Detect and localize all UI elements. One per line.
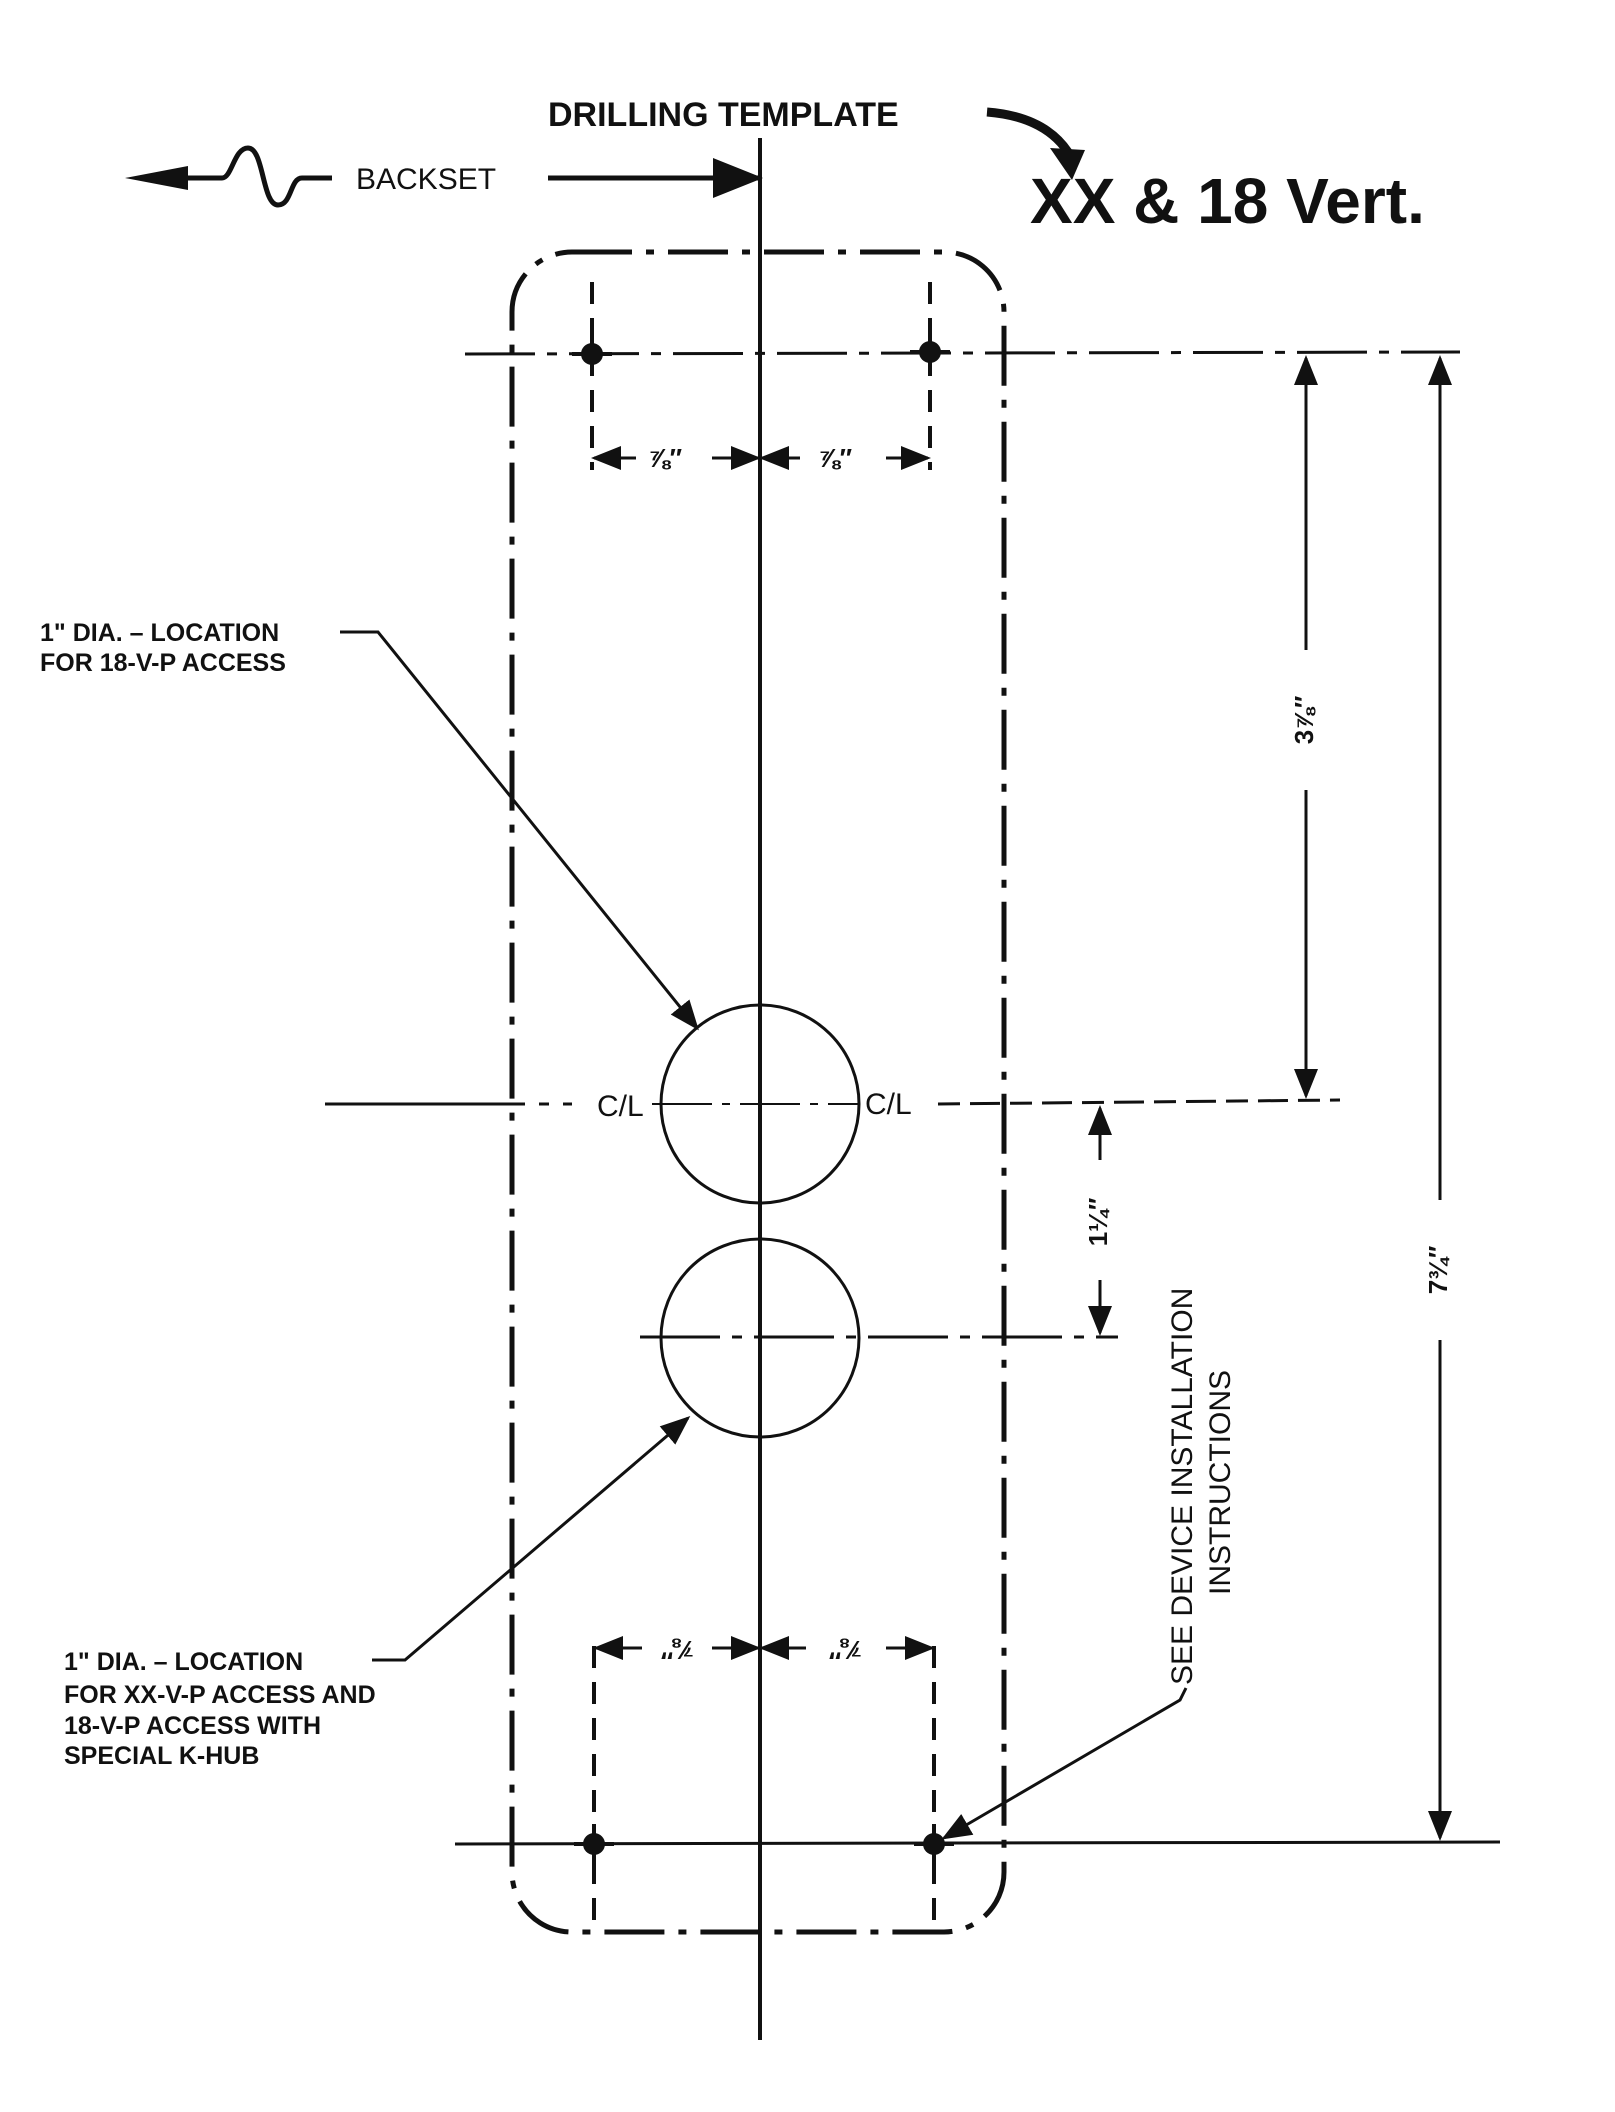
- drilling-template-arrowhead: [1050, 148, 1085, 180]
- screw-hole-top-left: [572, 334, 612, 374]
- bottom-hole-line: [454, 1840, 1501, 1846]
- screw-hole-bottom-right: [914, 1824, 954, 1864]
- backset-arrow-left: [125, 145, 332, 208]
- top-hole-line: [464, 350, 1461, 356]
- drilling-template-curved-arrow: [986, 107, 1072, 155]
- install-leader: [941, 1687, 1188, 1840]
- centerline-left-label: C/L: [597, 1090, 644, 1123]
- top-left-spacing-label: ⅞″: [648, 443, 682, 473]
- lower-access-hole: [659, 1237, 861, 1439]
- upper-hole-note-line-1: 1" DIA. – LOCATION: [40, 619, 279, 647]
- screw-hole-bottom-left: [574, 1824, 614, 1864]
- lower-hole-note-line-4: SPECIAL K-HUB: [64, 1742, 259, 1770]
- install-note-line-1: SEE DEVICE INSTALLATION: [1166, 1288, 1199, 1685]
- overall-height-label: 7¾″: [1423, 1246, 1453, 1295]
- top-to-centerline-label: 3⅞″: [1289, 696, 1319, 745]
- upper-hole-note-line-2: FOR 18-V-P ACCESS: [40, 649, 286, 677]
- centerline-right-label: C/L: [865, 1088, 912, 1121]
- install-note-line-2: INSTRUCTIONS: [1204, 1370, 1237, 1595]
- lower-hole-note-line-2: FOR XX-V-P ACCESS AND: [64, 1681, 376, 1709]
- upper-access-hole: [659, 1003, 861, 1205]
- top-right-spacing-label: ⅞″: [818, 443, 852, 473]
- model-title: XX & 18 Vert.: [1030, 165, 1425, 237]
- upper-hole-leader: [340, 630, 699, 1031]
- bottom-left-spacing-label: ⅞″: [661, 1635, 695, 1665]
- lower-hole-note-line-3: 18-V-P ACCESS WITH: [64, 1712, 321, 1740]
- lower-hole-note-line-1: 1" DIA. – LOCATION: [64, 1648, 303, 1676]
- horizontal-centerline-right: [937, 1098, 1341, 1106]
- screw-hole-top-right: [910, 332, 950, 372]
- lower-hole-leader: [372, 1416, 691, 1662]
- bottom-right-spacing-label: ⅞″: [829, 1635, 863, 1665]
- centerline-to-lower-hole-label: 1¼″: [1083, 1198, 1113, 1247]
- drilling-template-label: DRILLING TEMPLATE: [548, 96, 899, 134]
- backset-label: BACKSET: [356, 163, 496, 196]
